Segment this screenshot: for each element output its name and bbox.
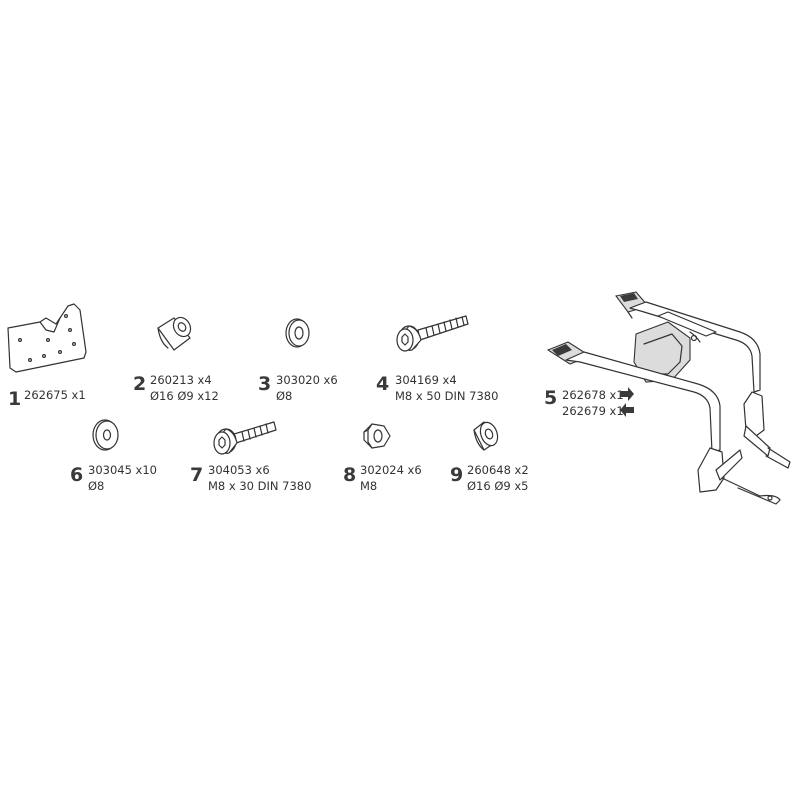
part-6-number: 6 [70, 464, 83, 486]
part-5-number: 5 [544, 387, 557, 409]
part-5-frames-drawing [546, 291, 791, 505]
part-6-spec: Ø8 [88, 479, 104, 493]
part-8-spec: M8 [360, 479, 377, 493]
part-6-washer-drawing [92, 419, 119, 451]
part-6-code: 303045 x10 [88, 463, 157, 477]
part-8-nut-drawing [363, 423, 391, 449]
part-3-code: 303020 x6 [276, 373, 338, 387]
part-7-bolt-drawing [213, 421, 277, 455]
part-2-spacer-drawing [157, 316, 192, 351]
part-1-number: 1 [8, 388, 21, 410]
part-9-spec: Ø16 Ø9 x5 [467, 479, 529, 493]
part-3-washer-drawing [285, 318, 310, 348]
part-7-spec: M8 x 30 DIN 7380 [208, 479, 311, 493]
part-9-spacer-drawing [473, 421, 499, 451]
part-5-code-left: 262679 x1 [562, 404, 624, 418]
part-9-code: 260648 x2 [467, 463, 529, 477]
part-8-code: 302024 x6 [360, 463, 422, 477]
part-4-code: 304169 x4 [395, 373, 457, 387]
arrow-right-icon [620, 387, 634, 401]
part-7-number: 7 [190, 464, 203, 486]
part-4-number: 4 [376, 373, 389, 395]
part-2-code: 260213 x4 [150, 373, 212, 387]
part-9-number: 9 [450, 464, 463, 486]
part-2-number: 2 [133, 373, 146, 395]
part-7-code: 304053 x6 [208, 463, 270, 477]
part-2-spec: Ø16 Ø9 x12 [150, 389, 219, 403]
part-1-code: 262675 x1 [24, 388, 86, 402]
part-3-number: 3 [258, 373, 271, 395]
part-8-number: 8 [343, 464, 356, 486]
arrow-left-icon [620, 403, 634, 417]
part-3-spec: Ø8 [276, 389, 292, 403]
part-1-plate-drawing [7, 303, 87, 373]
part-4-bolt-drawing [396, 315, 469, 352]
part-5-code-right: 262678 x1 [562, 388, 624, 402]
part-4-spec: M8 x 50 DIN 7380 [395, 389, 498, 403]
